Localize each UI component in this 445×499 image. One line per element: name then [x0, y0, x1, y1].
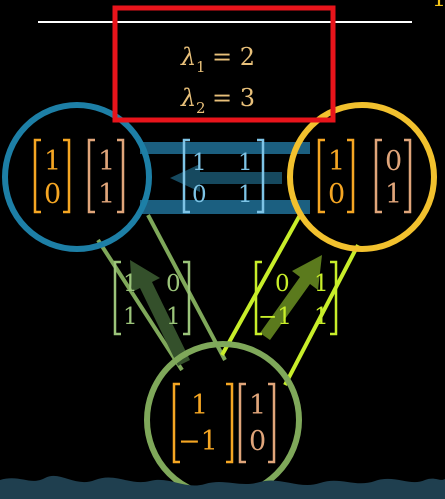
eigenvalue-1: λ 1 = 2 — [180, 43, 255, 76]
lambda1-subscript: 1 — [196, 58, 206, 76]
right-node-vector-b — [374, 138, 412, 214]
lambda1-value: = 2 — [212, 43, 255, 71]
arrow-bottom-to-right — [260, 255, 322, 340]
left-vec-b-top: 1 — [98, 146, 115, 177]
edge-left-right — [140, 142, 310, 214]
left-vec-a-bottom: 0 — [44, 179, 61, 210]
corner-glyph: 1 — [432, 0, 445, 12]
right-node-circle — [287, 102, 437, 252]
left-matrix-r1c1: 1 — [123, 271, 138, 297]
left-node-circle — [2, 102, 152, 252]
top-matrix-r2c1: 0 — [192, 182, 207, 208]
lambda2-symbol: λ — [180, 84, 196, 112]
right-node-vector-a — [317, 138, 355, 214]
left-matrix-r1c2: 0 — [166, 271, 181, 297]
right-matrix-r1c2: 1 — [314, 271, 329, 297]
right-matrix-r1c1: 0 — [275, 271, 290, 297]
bottom-vec-a-bottom: −1 — [178, 426, 218, 457]
eigenvalue-highlight-box — [112, 5, 336, 123]
edge-left-bottom — [96, 214, 227, 372]
right-vec-a-top: 1 — [328, 146, 345, 177]
top-matrix-brackets — [182, 138, 265, 214]
bottom-vec-b-bottom: 0 — [249, 426, 266, 457]
bottom-node-circle — [144, 341, 302, 499]
right-matrix-r2c1: −1 — [258, 304, 292, 330]
right-vec-b-top: 0 — [385, 146, 402, 177]
top-matrix-r2c2: 1 — [238, 182, 253, 208]
left-matrix-r2c2: 1 — [166, 304, 181, 330]
right-vec-b-bottom: 1 — [385, 179, 402, 210]
left-matrix-brackets — [113, 260, 191, 336]
bottom-node-vector-a — [172, 382, 234, 464]
right-matrix-r2c2: 1 — [314, 304, 329, 330]
audio-waveform — [0, 475, 445, 499]
top-matrix-r1c2: 1 — [238, 150, 253, 176]
right-matrix-brackets — [254, 260, 338, 336]
left-node-vector-b — [87, 138, 125, 214]
left-node-vector-a — [33, 138, 71, 214]
arrow-bottom-to-left — [130, 260, 190, 366]
arrow-right-to-left — [170, 164, 282, 192]
left-matrix-r2c1: 1 — [123, 304, 138, 330]
bottom-vec-b-top: 1 — [249, 390, 266, 421]
edge-right-bottom — [220, 214, 360, 386]
left-vec-b-bottom: 1 — [98, 179, 115, 210]
lambda2-subscript: 2 — [196, 99, 206, 117]
top-matrix-r1c1: 1 — [192, 150, 207, 176]
eigenvalue-2: λ 2 = 3 — [180, 84, 255, 117]
left-vec-a-top: 1 — [44, 146, 61, 177]
right-vec-a-bottom: 0 — [328, 179, 345, 210]
bottom-node-vector-b — [238, 382, 276, 464]
lambda1-symbol: λ — [180, 43, 196, 71]
bottom-vec-a-top: 1 — [191, 390, 208, 421]
lambda2-value: = 3 — [212, 84, 255, 112]
